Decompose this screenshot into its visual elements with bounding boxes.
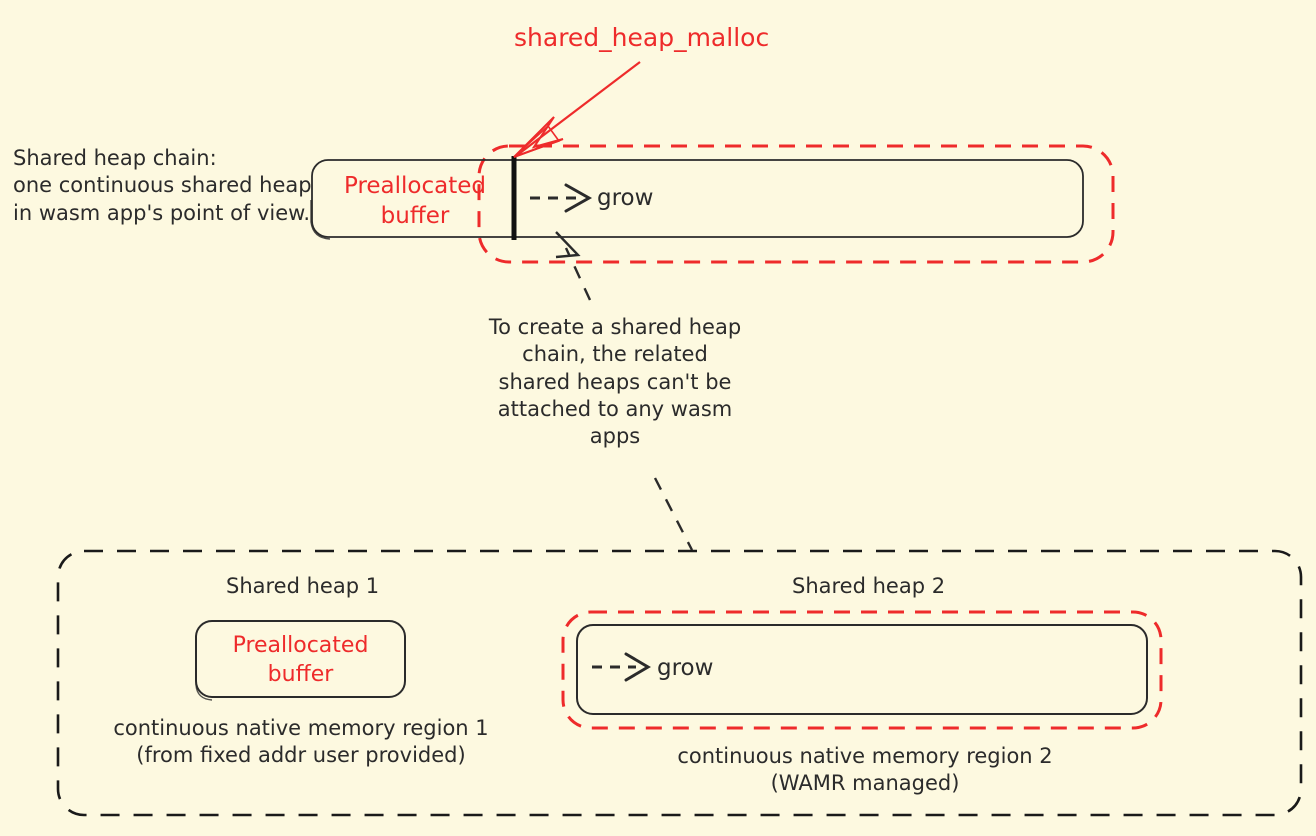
heap2-caption-line2: (WAMR managed) xyxy=(770,771,960,796)
heap2-caption-line1: continuous native memory region 2 xyxy=(677,744,1053,768)
heap1-caption-line1: continuous native memory region 1 xyxy=(113,716,489,740)
shared-heap-chain-caption-line3: in wasm app's point of view. xyxy=(13,200,311,225)
shared-heap-chain-note: To create a shared heap chain, the relat… xyxy=(470,314,760,450)
note-leader-line-upper xyxy=(564,247,592,301)
heap1-preallocated-buffer-label-line1: Preallocated xyxy=(232,633,369,658)
shared-heap-malloc-arrowhead-fill xyxy=(513,124,561,158)
top-grow-label: grow xyxy=(597,185,654,211)
heap2-caption: continuous native memory region 2 (WAMR … xyxy=(650,743,1080,798)
top-preallocated-buffer-label-line2: buffer xyxy=(380,202,450,229)
shared-heap-chain-note-line4: attached to any wasm xyxy=(497,396,733,421)
heap1-caption: continuous native memory region 1 (from … xyxy=(96,715,506,770)
note-leader-arrowhead-icon xyxy=(555,231,581,259)
top-preallocated-buffer-label: Preallocated buffer xyxy=(330,172,500,232)
shared-heap-chain-note-line5: apps xyxy=(589,424,641,449)
shared-heap-chain-caption: Shared heap chain: one continuous shared… xyxy=(13,145,313,227)
top-grow-arrowhead-icon xyxy=(564,183,593,213)
top-preallocated-buffer-label-line1: Preallocated xyxy=(343,173,487,199)
shared-heap-chain-caption-line2: one continuous shared heap xyxy=(13,173,312,198)
shared-heap-chain-bar-sketch-edge xyxy=(310,200,331,240)
shared-heap-malloc-arrowhead xyxy=(513,116,564,158)
shared-heap-malloc-leader-line xyxy=(515,61,641,157)
heap2-grow-label: grow xyxy=(657,655,714,681)
shared-heap-chain-note-line3: shared heaps can't be xyxy=(498,369,732,394)
heap2-title: Shared heap 2 xyxy=(792,574,946,598)
shared-heap-chain-caption-line1: Shared heap chain: xyxy=(13,146,217,170)
top-red-dashed-region xyxy=(477,144,1115,264)
note-leader-line-lower xyxy=(653,477,694,551)
heap1-caption-line2: (from fixed addr user provided) xyxy=(136,743,466,768)
shared-heap-chain-note-line1: To create a shared heap xyxy=(488,315,742,339)
heap1-preallocated-buffer-label: Preallocated buffer xyxy=(196,632,405,689)
shared-heap-chain-note-line2: chain, the related xyxy=(522,342,708,367)
heap1-preallocated-buffer-label-line2: buffer xyxy=(267,661,334,687)
shared-heap-malloc-label: shared_heap_malloc xyxy=(514,23,770,52)
heap1-title: Shared heap 1 xyxy=(226,574,380,598)
heap2-red-dashed-region xyxy=(561,610,1163,730)
heap2-grow-arrowhead-icon xyxy=(624,652,651,682)
